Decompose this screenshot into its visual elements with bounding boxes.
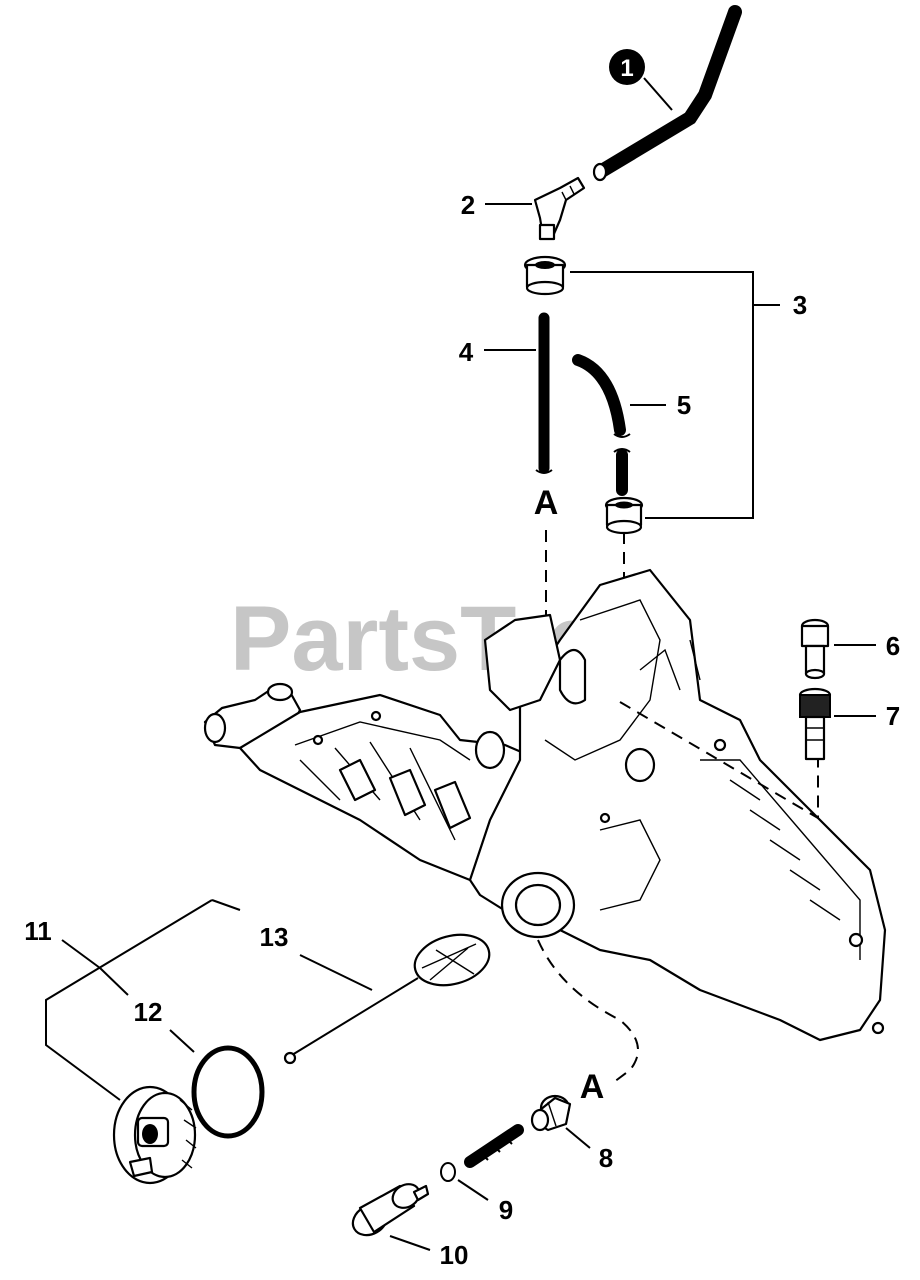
reference-mark-a-bottom: A [580,1068,605,1106]
bracket-11 [45,899,241,1101]
leader-10 [389,1235,431,1251]
grommet-icon[interactable] [523,255,567,296]
callout-8: 8 [599,1143,613,1173]
callout-4: 4 [459,337,474,367]
leader-11 [61,939,101,969]
callout-6: 6 [886,631,900,661]
callout-13: 13 [260,922,289,952]
o-ring-icon[interactable] [440,1162,456,1182]
dashed-guide-a-bottom [537,939,639,1086]
fuel-line-icon[interactable] [535,312,553,474]
dashed-guide-6-7 [619,701,819,820]
callout-2: 2 [461,190,475,220]
leader-1 [643,77,673,111]
leader-9 [457,1179,489,1201]
callout-3: 3 [793,290,807,320]
callout-5: 5 [677,390,691,420]
callout-11: 11 [24,916,52,946]
leader-12 [99,967,195,1053]
fuel-line-icon[interactable] [572,354,631,496]
fuel-filter-icon[interactable] [798,687,832,761]
callout-9: 9 [499,1195,513,1225]
fuel-line-icon[interactable] [592,5,742,182]
o-ring-icon[interactable] [191,1045,265,1139]
fuel-line-icon[interactable] [464,1124,524,1168]
callout-1: 1 [620,55,633,82]
grommet-icon[interactable] [604,496,644,535]
fuel-filter-icon[interactable] [347,1179,430,1241]
leader-13 [299,954,373,991]
strainer-icon[interactable] [283,927,495,1065]
fuel-filter-icon[interactable] [800,618,830,680]
callout-10: 10 [440,1240,469,1270]
grommet-icon[interactable] [530,1094,572,1132]
fuel-cap-icon[interactable] [112,1085,197,1185]
fuel-tank-housing-icon [203,568,887,1042]
callout-1-badge [609,49,645,85]
callout-7: 7 [886,701,900,731]
reference-mark-a-top: A [534,484,559,522]
leader-8 [565,1127,591,1149]
leader-3 [570,271,780,519]
elbow-fitting-icon[interactable] [533,176,586,241]
callout-12: 12 [134,997,163,1027]
